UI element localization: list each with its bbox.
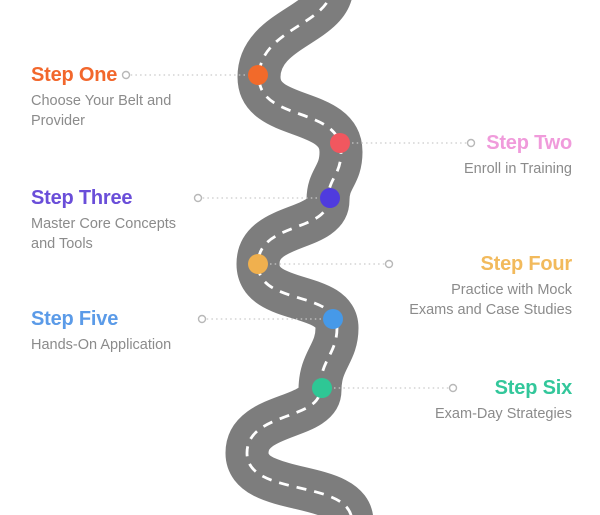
step-description: Hands-On Application [31,337,172,353]
step-description: Exam-Day Strategies [435,406,572,422]
step-label-three: Step Three Master Core Concepts and Tool… [31,186,209,254]
step-description: Master Core Concepts and Tools [31,216,177,252]
step-dot [320,188,340,208]
step-description: Enroll in Training [464,161,572,177]
step-dot [248,254,268,274]
step-title: Step Five [31,308,119,330]
leader-ring [193,193,203,203]
leader-ring [466,138,476,148]
step-dot [312,378,332,398]
step-label-one: Step One Choose Your Belt and Provider [31,63,209,131]
leader-ring [448,383,458,393]
step-dot [248,65,268,85]
step-title: Step Six [494,377,573,399]
road-centerline [245,0,353,515]
step-dot [330,133,350,153]
step-description: Choose Your Belt and Provider [31,93,172,129]
step-title: Step Two [486,132,572,154]
step-label-two: Step Two Enroll in Training [394,131,572,179]
step-title: Step Four [480,253,572,275]
step-title: Step Three [31,187,133,209]
step-label-four: Step Four Practice with Mock Exams and C… [394,252,572,320]
leader-ring [384,259,394,269]
step-label-five: Step Five Hands-On Application [31,307,209,355]
step-dot [323,309,343,329]
step-title: Step One [31,64,118,86]
step-label-six: Step Six Exam-Day Strategies [394,376,572,424]
leader-ring [121,70,131,80]
step-description: Practice with Mock Exams and Case Studie… [409,282,572,318]
leader-ring [197,314,207,324]
